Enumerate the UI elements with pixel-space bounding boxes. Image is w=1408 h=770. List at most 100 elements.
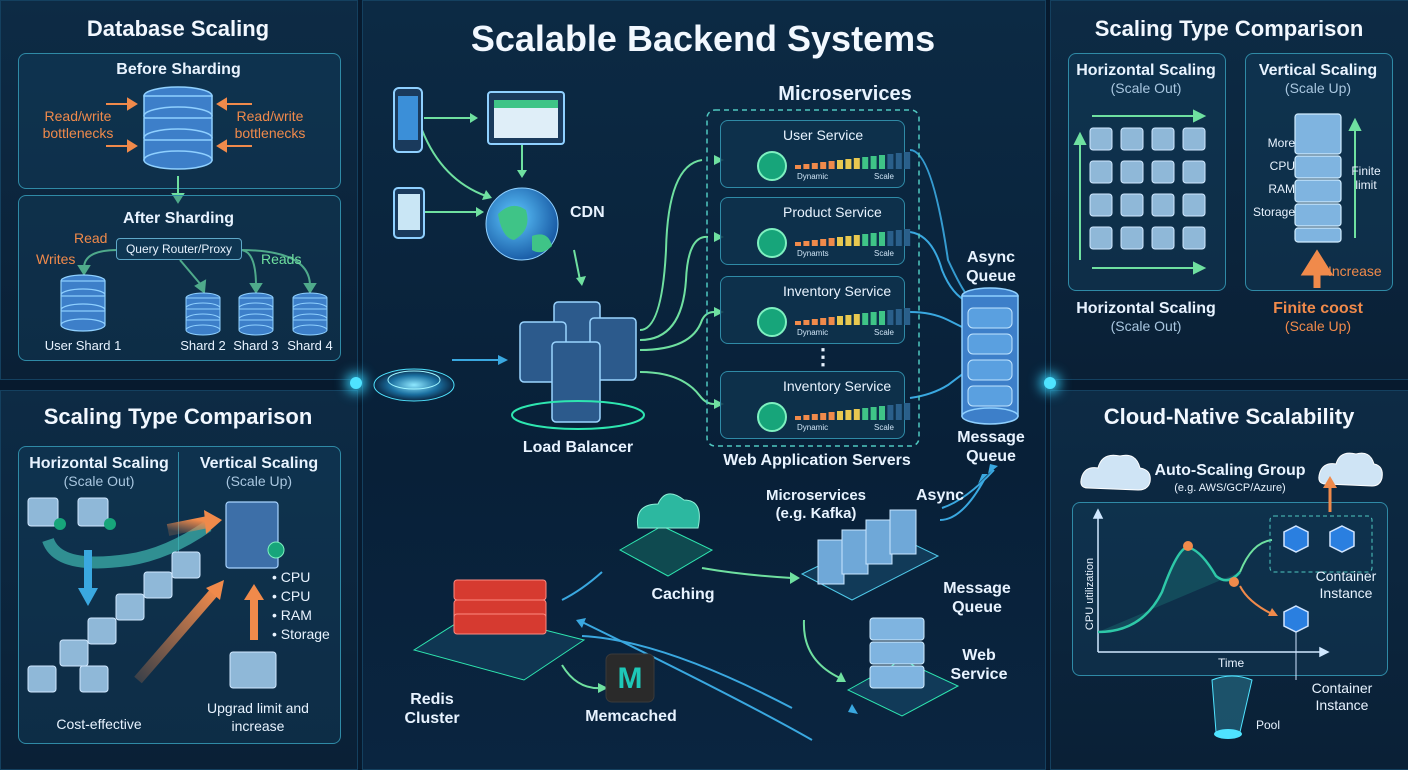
- horizontal-scaling-diagram-left: [27, 497, 285, 693]
- scale-bar: [845, 315, 852, 325]
- resource-item: • CPU: [272, 569, 311, 585]
- horizontal-scaling-sub-right: (Scale Out): [1110, 80, 1182, 96]
- scale-bar: [811, 240, 818, 246]
- shard-1-db-icon: [60, 274, 106, 332]
- scale-bar: [887, 231, 894, 246]
- scale-bar: [837, 411, 843, 420]
- scale-bar: [837, 237, 843, 246]
- reads-label: Reads: [261, 251, 302, 267]
- server-cube-icon: [1182, 127, 1206, 151]
- scale-bar: [904, 229, 911, 246]
- shard-2-db-icon: [185, 292, 221, 336]
- service-card-user[interactable]: User Service Dynamic Scale: [720, 120, 911, 188]
- server-cube-icon: [1120, 226, 1144, 250]
- horizontal-scaling-title-left: Horizontal Scaling: [29, 455, 169, 472]
- shard-4-db-icon: [292, 292, 328, 336]
- scale-bar: [803, 164, 810, 169]
- vertical-scaling-title-right: Vertical Scaling: [1258, 62, 1378, 79]
- cloud-icon-left: [1080, 454, 1151, 491]
- scale-bar: [795, 242, 801, 246]
- scale-bar: [853, 235, 860, 246]
- container-instance-label-1: Container Instance: [1315, 568, 1377, 601]
- service-icon: [757, 228, 787, 258]
- scale-bar: [904, 308, 911, 325]
- scaling-left-title: Scaling Type Comparison: [43, 404, 313, 429]
- server-cube-icon: [1089, 127, 1113, 151]
- scale-bar: [820, 318, 827, 325]
- service-scale-label: Scale: [873, 423, 894, 432]
- server-cube-icon: [1151, 127, 1175, 151]
- scale-bar: [870, 156, 877, 169]
- bottleneck-left-label: Read/write bottlenecks: [42, 108, 114, 141]
- svg-text:M: M: [618, 662, 643, 695]
- divider-dot-left: [350, 377, 362, 389]
- read-label: Read: [74, 230, 108, 246]
- horizontal-scaling-bottom-sub: (Scale Out): [1110, 318, 1182, 334]
- caching-label: Caching: [651, 586, 715, 603]
- finite-cost-label: Finite coost: [1273, 300, 1363, 317]
- auto-scaling-group-sub: (e.g. AWS/GCP/Azure): [1174, 482, 1286, 494]
- server-cube-icon: [1151, 193, 1175, 217]
- service-card-inventory-1[interactable]: Inventory Service Dynamic Scale: [720, 276, 911, 344]
- cloud-chart-box: [1072, 502, 1388, 676]
- before-sharding-db-icon: [143, 86, 213, 170]
- scale-bar: [895, 404, 902, 420]
- divider-dot-right: [1044, 377, 1056, 389]
- resource-item: • RAM: [272, 607, 312, 623]
- after-sharding-title: After Sharding: [122, 210, 235, 227]
- scale-bar: [879, 232, 885, 246]
- service-dynamic-label: Dynamic: [797, 328, 829, 337]
- redis-cluster-label: Redis Cluster: [404, 691, 460, 727]
- pool-label: Pool: [1256, 718, 1281, 732]
- microservices-kafka-label: Microservices (e.g. Kafka): [765, 487, 867, 522]
- service-card-inventory-2[interactable]: Inventory Service Dynamic Scale: [720, 371, 911, 439]
- server-cube-icon: [1089, 226, 1113, 250]
- cloud-icon-right: [1318, 452, 1383, 487]
- scale-bar: [870, 407, 877, 420]
- vertical-scaling-sub-left: (Scale Up): [225, 473, 293, 489]
- vertical-resources-list-right: More CPU RAM Storage: [1245, 136, 1295, 228]
- server-grid-right: [1073, 109, 1207, 275]
- scale-bar: [837, 316, 843, 325]
- shard-3-label: Shard 3: [233, 338, 279, 353]
- server-cube-icon: [1089, 160, 1113, 184]
- scale-bar: [828, 412, 835, 420]
- upgrade-limit-label: Upgrad limit and increase: [207, 700, 309, 734]
- scale-bar: [895, 153, 902, 169]
- scale-bar: [803, 320, 810, 325]
- scale-bar: [862, 157, 869, 169]
- scale-bar: [811, 414, 818, 420]
- scale-bar: [853, 314, 860, 325]
- server-cube-icon: [1182, 160, 1206, 184]
- db-scaling-title: Database Scaling: [86, 16, 270, 41]
- scale-bar: [795, 416, 801, 420]
- service-card-product[interactable]: Product Service Dynamts Scale: [720, 197, 911, 265]
- scale-bar: [862, 313, 869, 325]
- service-name: Inventory Service: [783, 283, 892, 299]
- service-scale-bars: [795, 308, 911, 325]
- scale-bar: [895, 309, 902, 325]
- resource-item: Storage: [1252, 205, 1295, 219]
- scale-bar: [862, 234, 869, 246]
- scale-bar: [904, 403, 911, 420]
- scale-bar: [853, 409, 860, 420]
- scaling-left-divider: [178, 452, 179, 552]
- cost-effective-label: Cost-effective: [56, 716, 142, 732]
- message-queue-2-label: Message Queue: [943, 580, 1011, 616]
- shard-1-label: User Shard 1: [44, 338, 122, 353]
- service-dynamic-label: Dynamts: [797, 249, 829, 258]
- scale-bar: [904, 152, 911, 169]
- horizontal-scaling-sub-left: (Scale Out): [63, 473, 135, 489]
- service-scale-bars: [795, 403, 911, 420]
- server-cube-icon: [1151, 160, 1175, 184]
- scaling-left-box: [18, 446, 341, 744]
- scale-bar: [820, 162, 827, 169]
- bottleneck-arrows: [77, 97, 317, 294]
- scale-bar: [870, 312, 877, 325]
- shard-4-label: Shard 4: [287, 338, 333, 353]
- scale-bar: [828, 161, 835, 169]
- resource-item: RAM: [1268, 182, 1295, 196]
- scale-bar: [862, 408, 869, 420]
- service-icon: [757, 402, 787, 432]
- auto-scaling-group-label: Auto-Scaling Group: [1154, 462, 1306, 479]
